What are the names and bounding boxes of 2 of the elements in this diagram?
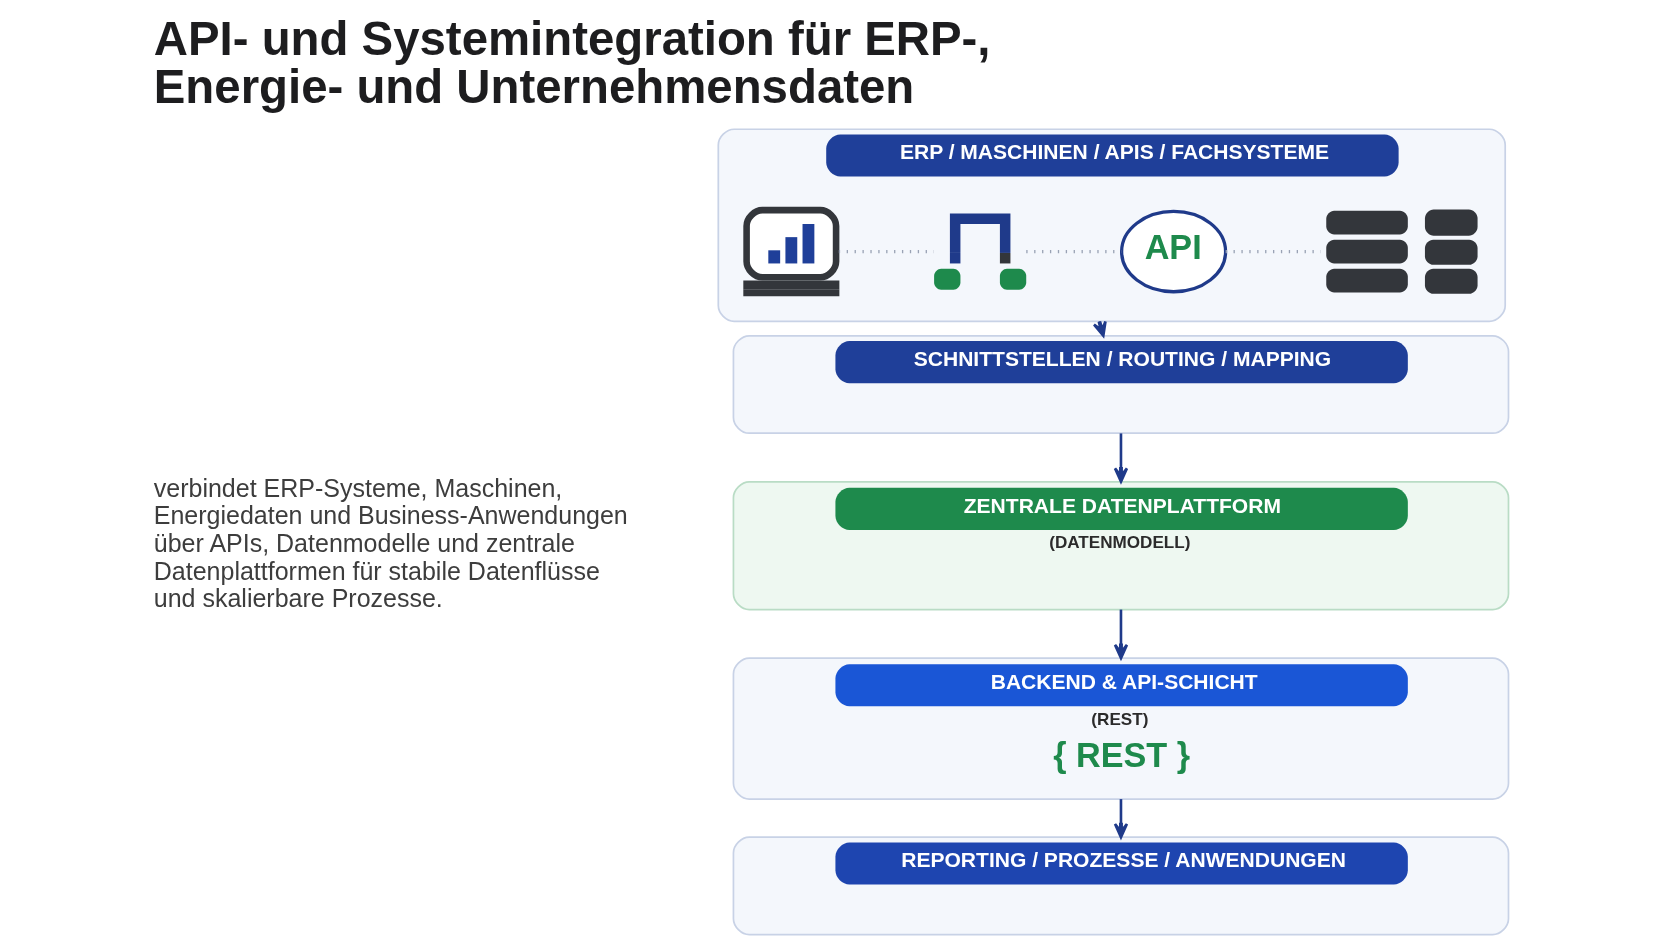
- label: verbindet ERP-Systeme, Maschinen, Energiedaten und Business-Anwendungen über APIs, Datenmodelle und zentrale Datenplattformen für stabile Datenflüsse und skalierbare Prozesse.: [153, 473, 628, 613]
- diagram-title: API- und Systemintegration für ERP-, Energie- und Unternehmensdaten: [153, 12, 991, 113]
